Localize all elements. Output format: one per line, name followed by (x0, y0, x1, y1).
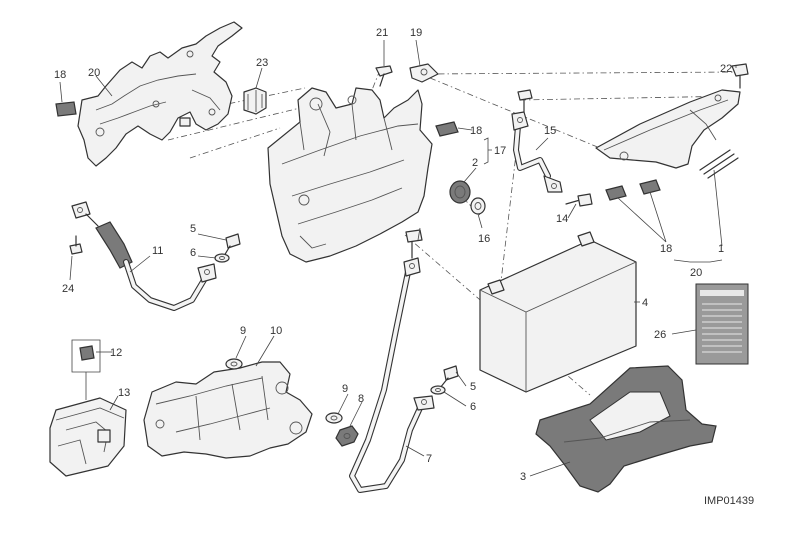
callout-1: 1 (718, 243, 724, 255)
part-16-spacer (470, 197, 486, 215)
part-5-screw-upper (223, 233, 241, 257)
callout-21: 22 (720, 63, 732, 75)
battery-tray (267, 87, 433, 263)
part-26-warning-label (695, 283, 749, 365)
callout-19: 19 (410, 27, 422, 39)
callout-23: 21 (376, 27, 388, 39)
callout-8: 8 (358, 393, 364, 405)
callout-17: 17 (494, 145, 506, 157)
leader-lines (59, 39, 737, 477)
callout-5b: 5 (470, 381, 476, 393)
part-24-screw (69, 235, 83, 255)
part-15-short-cable (511, 89, 563, 193)
callout-22: 20 (88, 67, 100, 79)
callout-12: 12 (110, 347, 122, 359)
callout-18b: 18 (470, 125, 482, 137)
part-10-lower-bracket (143, 361, 313, 459)
part-9-washer-lower (325, 412, 343, 424)
part-19-clip-nut (409, 63, 439, 83)
part-8-nut (335, 425, 359, 447)
part-11-cable (71, 201, 217, 311)
callout-5a: 5 (190, 223, 196, 235)
part-23-screw (375, 65, 393, 87)
callout-6b: 6 (470, 401, 476, 413)
part-14-screw (565, 193, 593, 207)
part-18-pad-left (55, 101, 77, 117)
callout-7: 7 (426, 453, 432, 465)
callout-25: 23 (256, 57, 268, 69)
callout-9b: 9 (342, 383, 348, 395)
part-18-pads-right (605, 179, 661, 201)
part-6-washer-upper (214, 253, 230, 263)
part-22-upper-bracket (77, 21, 243, 167)
drawing-code: IMP01439 (704, 495, 754, 507)
part-25-rubber-clip (243, 87, 267, 115)
part-1-cover (595, 89, 741, 179)
part-7-long-cable (349, 229, 435, 493)
part-6-washer-lower (430, 385, 446, 395)
part-5-screw-lower (439, 365, 459, 389)
callout-2: 2 (472, 157, 478, 169)
callout-9a: 9 (240, 325, 246, 337)
callout-18a: 18 (54, 69, 66, 81)
part-2-grommet (449, 180, 471, 204)
part-4-battery (479, 231, 637, 393)
part-18-pad-mid (435, 121, 459, 137)
callout-3: 3 (520, 471, 526, 483)
callout-24: 24 (62, 283, 74, 295)
callout-15: 15 (544, 125, 556, 137)
callout-20: 20 (690, 267, 702, 279)
callout-6a: 6 (190, 247, 196, 259)
callout-4: 4 (642, 297, 648, 309)
callout-11: 11 (152, 245, 163, 257)
callout-18c: 18 (660, 243, 672, 255)
part-13-relay-holder (49, 397, 127, 477)
callout-16: 16 (478, 233, 490, 245)
part-9-washer-upper (225, 358, 243, 370)
callout-labels: 18 20 23 21 19 18 17 2 16 15 14 22 18 1 … (54, 27, 754, 507)
callout-26: 26 (654, 329, 666, 341)
callout-14: 14 (556, 213, 568, 225)
part-12-fuse-group (71, 339, 101, 400)
part-3-battery-strap (535, 365, 717, 493)
callout-13: 13 (118, 387, 130, 399)
callout-10: 10 (270, 325, 282, 337)
part-21-screw (731, 63, 749, 89)
